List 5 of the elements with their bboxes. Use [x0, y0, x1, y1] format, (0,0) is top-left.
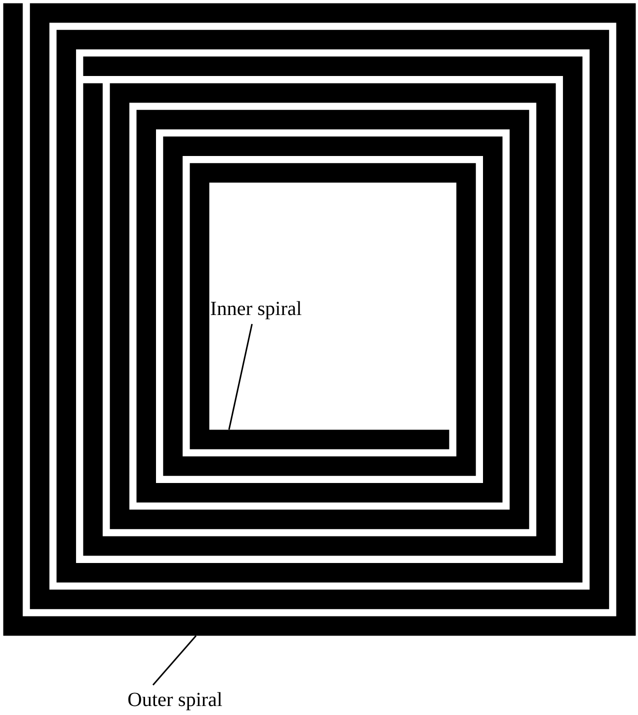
spiral-conductor: [3, 3, 636, 636]
leader-line: [152, 635, 197, 686]
callout-label: Outer spiral: [100, 685, 250, 715]
callout-label: Inner spiral: [196, 294, 316, 324]
leader-line: [228, 324, 253, 430]
